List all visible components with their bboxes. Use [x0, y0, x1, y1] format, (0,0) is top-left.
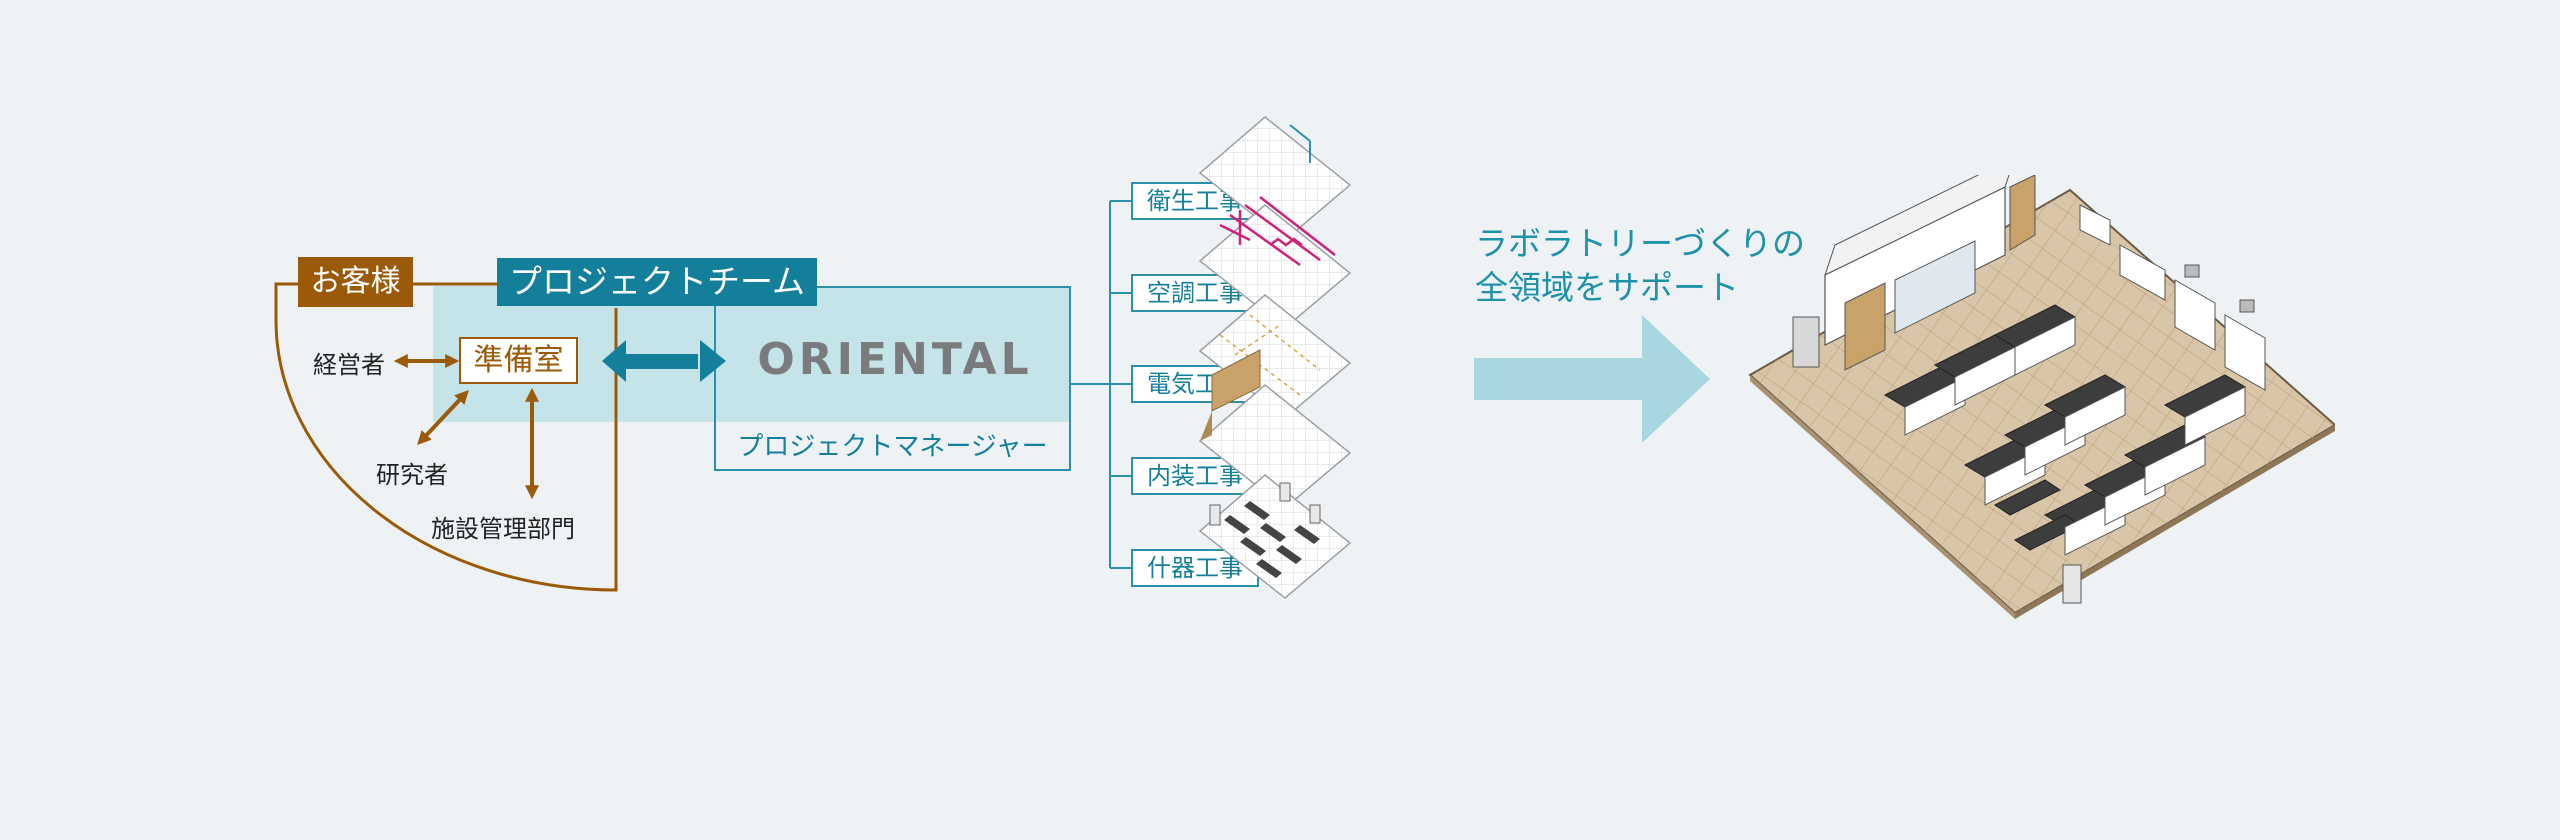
layer-stack-illustration — [1198, 116, 1352, 599]
project-manager-label: プロジェクトマネージャー — [716, 426, 1069, 469]
trade-label-interior: 内装工事 — [1131, 457, 1259, 495]
client-bracket-line — [274, 282, 618, 592]
back-wall-cabinets — [1792, 175, 2036, 371]
trade-label-sanitary: 衛生工事 — [1131, 182, 1259, 220]
slogan-line-2: 全領域をサポート — [1475, 268, 1739, 307]
right-wall-equipment — [2079, 204, 2266, 391]
oriental-project-box — [714, 286, 1071, 471]
slogan-line-1: ラボラトリーづくりの — [1475, 224, 1805, 263]
layer-interior — [1198, 349, 1352, 509]
researcher-label: 研究者 — [376, 461, 448, 489]
big-right-arrow — [1474, 315, 1710, 443]
team-double-arrow — [602, 340, 726, 382]
project-team-label: プロジェクトチーム — [497, 258, 817, 306]
facility-dept-label: 施設管理部門 — [431, 515, 575, 543]
layer-fixtures — [1198, 474, 1352, 599]
client-label: お客様 — [298, 257, 413, 307]
trade-label-fixtures: 什器工事 — [1131, 549, 1259, 587]
trade-label-hvac: 空調工事 — [1131, 274, 1259, 312]
trade-tree-lines — [1071, 200, 1131, 569]
preparation-office-box: 準備室 — [459, 337, 578, 384]
lab-benches — [1883, 304, 2247, 604]
researcher-arrow — [417, 389, 469, 446]
executive-label: 経営者 — [313, 351, 385, 379]
laboratory-isometric-illustration — [1748, 175, 2335, 619]
oriental-logo: ORIENTAL — [757, 334, 1033, 385]
